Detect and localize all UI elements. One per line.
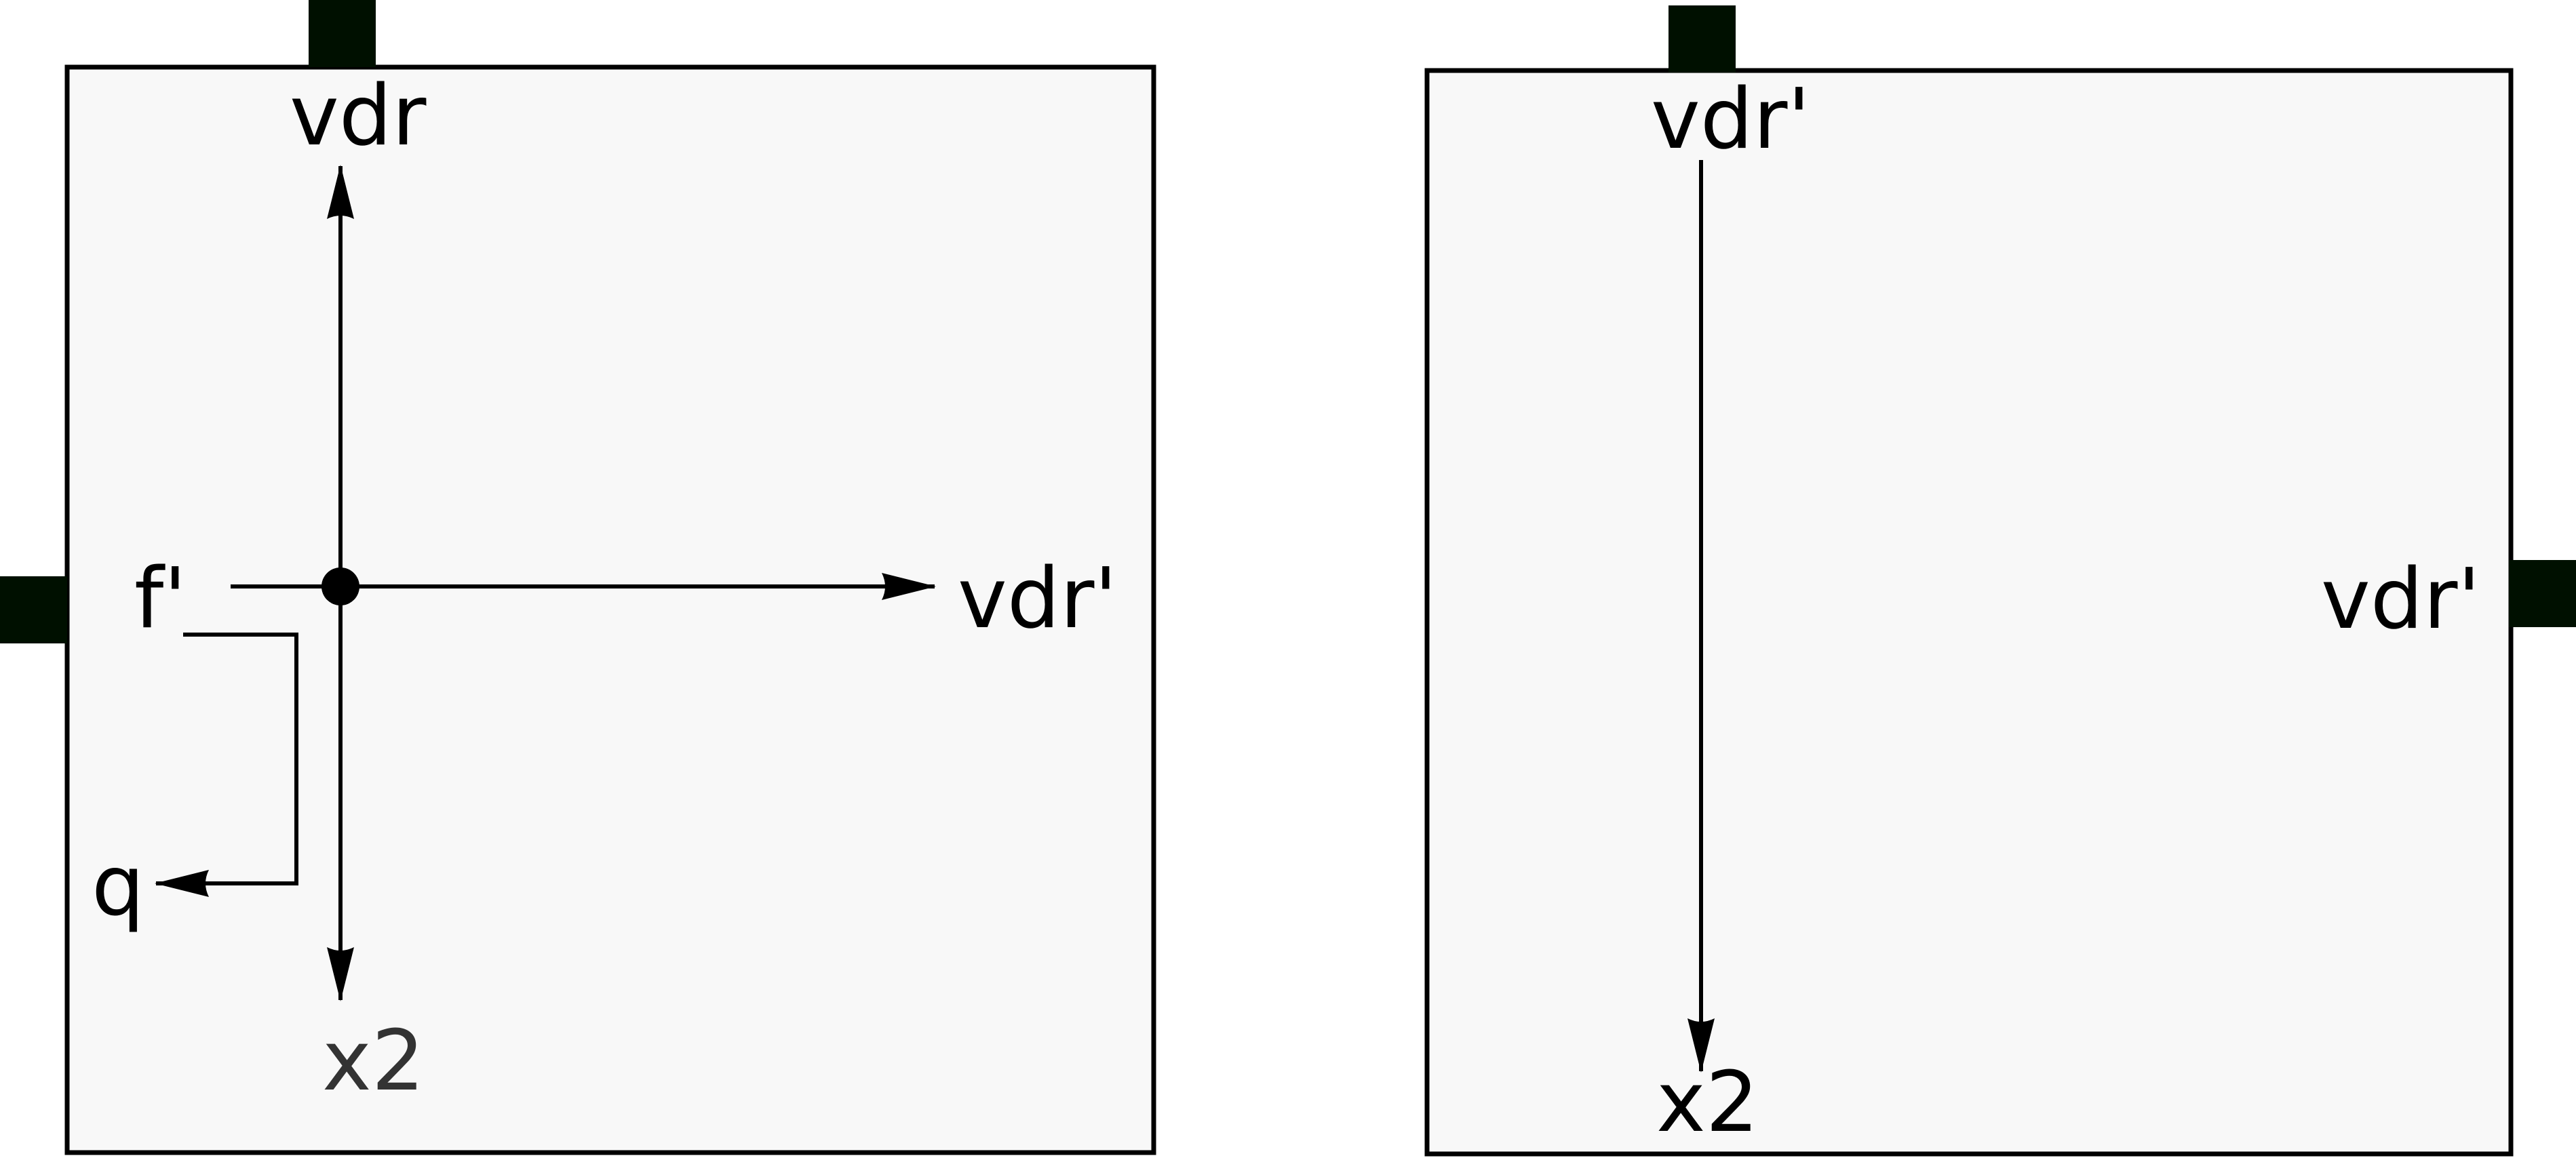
right-right-label: vdr' (2321, 551, 2480, 648)
left-bottom-label: x2 (322, 1013, 425, 1110)
right-bottom-label: x2 (1656, 1054, 1759, 1151)
left-block-top-port[interactable] (309, 0, 376, 67)
left-block: vdr vdr' f' q x2 (0, 0, 1156, 1155)
junction-dot (321, 567, 359, 605)
right-block-right-port[interactable] (2509, 560, 2576, 627)
wire-to-q (155, 633, 298, 897)
left-block-body[interactable] (64, 64, 1156, 1155)
right-block-body[interactable] (1424, 68, 2514, 1157)
left-bottom-left-label: q (92, 838, 144, 935)
right-top-label: vdr' (1651, 71, 1810, 168)
left-top-label: vdr (290, 68, 427, 165)
left-right-label: vdr' (958, 551, 1117, 647)
right-block-top-port[interactable] (1668, 5, 1736, 73)
left-left-label: f' (134, 551, 187, 647)
left-block-left-port[interactable] (0, 576, 67, 643)
right-block: vdr' vdr' x2 (1424, 5, 2576, 1157)
